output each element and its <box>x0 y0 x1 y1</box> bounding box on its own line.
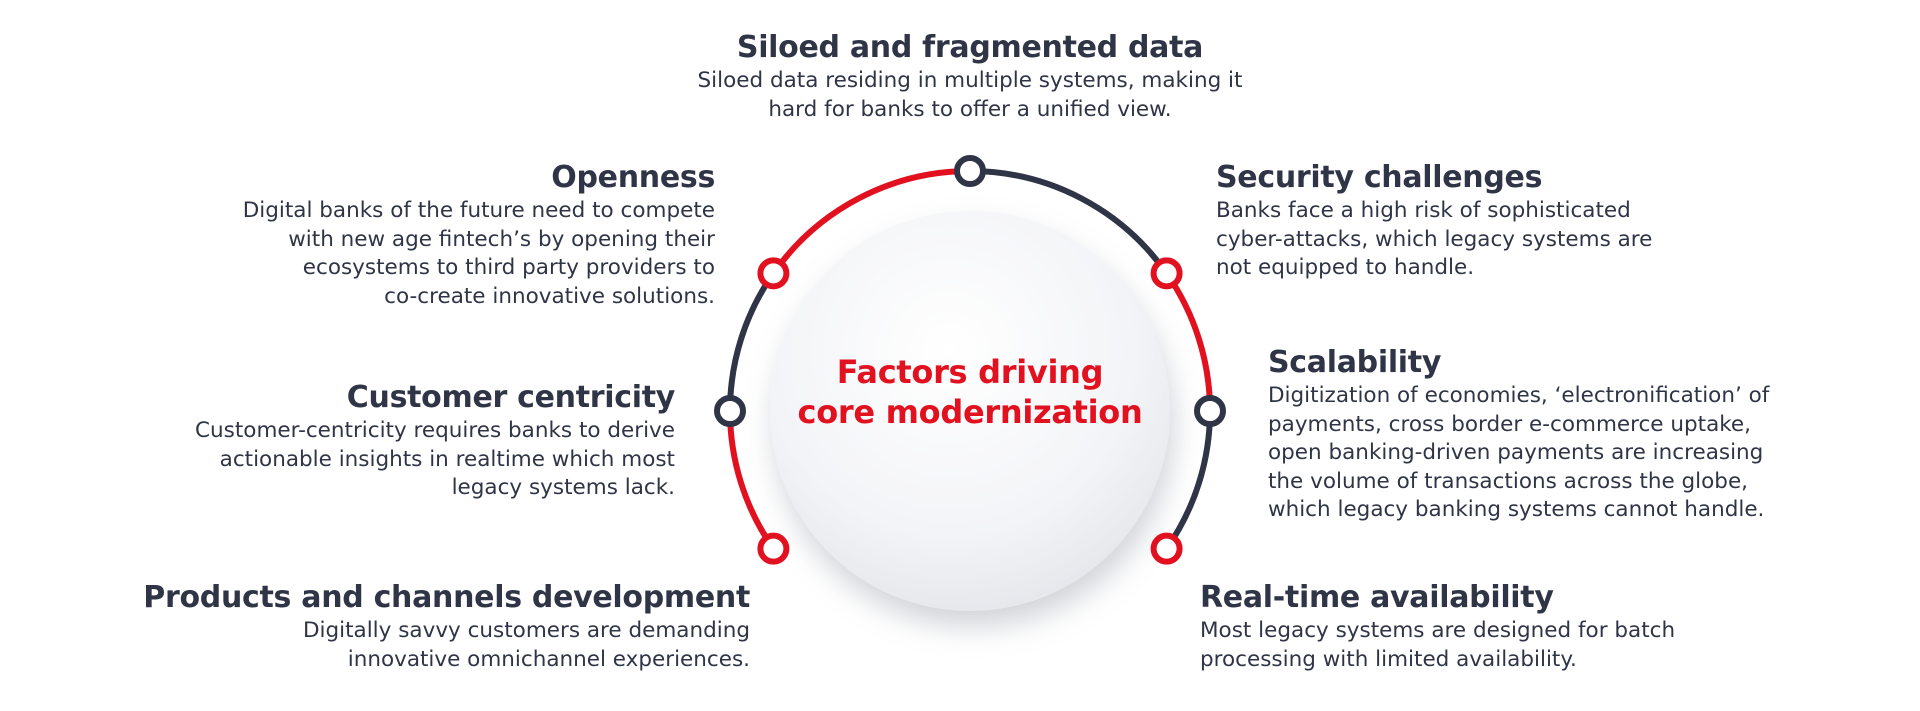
arc-right-lower <box>1163 408 1213 552</box>
factor-description: Most legacy systems are designed for bat… <box>1200 617 1760 674</box>
factor-description: Digitally savvy customers are demanding … <box>80 617 750 674</box>
arc-top-right <box>967 168 1170 277</box>
arc-right-upper <box>1163 270 1213 414</box>
description-line: which legacy banking systems cannot hand… <box>1268 497 1765 522</box>
center-title-line2: core modernization <box>797 393 1143 431</box>
factor-siloed-data: Siloed and fragmented data Siloed data r… <box>610 30 1330 124</box>
description-line: processing with limited availability. <box>1200 646 1577 672</box>
factor-customer-centricity: Customer centricity Customer-centricity … <box>110 380 675 503</box>
description-line: Customer-centricity requires banks to de… <box>195 418 675 443</box>
ring-arcs <box>727 168 1213 552</box>
description-line: hard for banks to offer a unified view. <box>768 96 1172 122</box>
factor-scalability: Scalability Digitization of economies, ‘… <box>1268 345 1888 525</box>
node-upper-right <box>1150 257 1183 290</box>
description-line: Digitization of economies, ‘electronific… <box>1268 383 1770 408</box>
node-right <box>1194 395 1226 427</box>
factor-title: Scalability <box>1268 345 1442 380</box>
factor-real-time-availability: Real-time availability Most legacy syste… <box>1200 580 1760 674</box>
node-left <box>714 395 746 427</box>
node-lower-left <box>757 532 790 565</box>
description-line: open banking-driven payments are increas… <box>1268 440 1764 465</box>
description-line: Siloed data residing in multiple systems… <box>697 68 1243 93</box>
description-line: ecosystems to third party providers to <box>302 255 715 280</box>
center-title: Factors driving core modernization <box>780 352 1160 432</box>
arc-left-upper <box>727 270 777 414</box>
description-line: Digital banks of the future need to comp… <box>242 198 715 223</box>
factor-security: Security challenges Banks face a high ri… <box>1216 160 1736 283</box>
factor-title: Openness <box>551 160 715 195</box>
description-line: Banks face a high risk of sophisticated <box>1216 198 1631 223</box>
factor-description: Banks face a high risk of sophisticated … <box>1216 197 1736 283</box>
arc-left-lower <box>727 408 777 552</box>
description-line: the volume of transactions across the gl… <box>1268 468 1749 494</box>
description-line: with new age fintech’s by opening their <box>288 226 715 252</box>
arc-top-left <box>770 168 973 277</box>
factor-title: Customer centricity <box>346 380 676 415</box>
center-disc <box>770 211 1170 611</box>
factor-title: Real-time availability <box>1200 580 1554 615</box>
ring-nodes <box>714 155 1226 565</box>
factor-products-channels: Products and channels development Digita… <box>80 580 750 674</box>
node-top <box>954 155 986 187</box>
description-line: Digitally savvy customers are demanding <box>302 618 750 643</box>
factor-title: Products and channels development <box>143 580 750 615</box>
description-line: not equipped to handle. <box>1216 255 1475 280</box>
description-line: payments, cross border e-commerce uptake… <box>1268 411 1751 437</box>
description-line: legacy systems lack. <box>451 475 675 500</box>
factor-title: Siloed and fragmented data <box>736 30 1204 65</box>
center-title-line1: Factors driving <box>836 353 1104 391</box>
node-upper-left <box>757 257 790 290</box>
factor-description: Customer-centricity requires banks to de… <box>110 417 675 503</box>
factor-openness: Openness Digital banks of the future nee… <box>150 160 716 311</box>
description-line: Most legacy systems are designed for bat… <box>1200 618 1676 643</box>
factor-description: Digitization of economies, ‘electronific… <box>1268 382 1888 525</box>
factor-description: Digital banks of the future need to comp… <box>150 197 715 311</box>
description-line: actionable insights in realtime which mo… <box>219 446 675 472</box>
description-line: innovative omnichannel experiences. <box>347 646 750 672</box>
factor-description: Siloed data residing in multiple systems… <box>610 67 1330 124</box>
description-line: co-create innovative solutions. <box>384 283 715 309</box>
factor-title: Security challenges <box>1216 160 1543 195</box>
node-lower-right <box>1150 532 1183 565</box>
description-line: cyber-attacks, which legacy systems are <box>1216 226 1653 252</box>
